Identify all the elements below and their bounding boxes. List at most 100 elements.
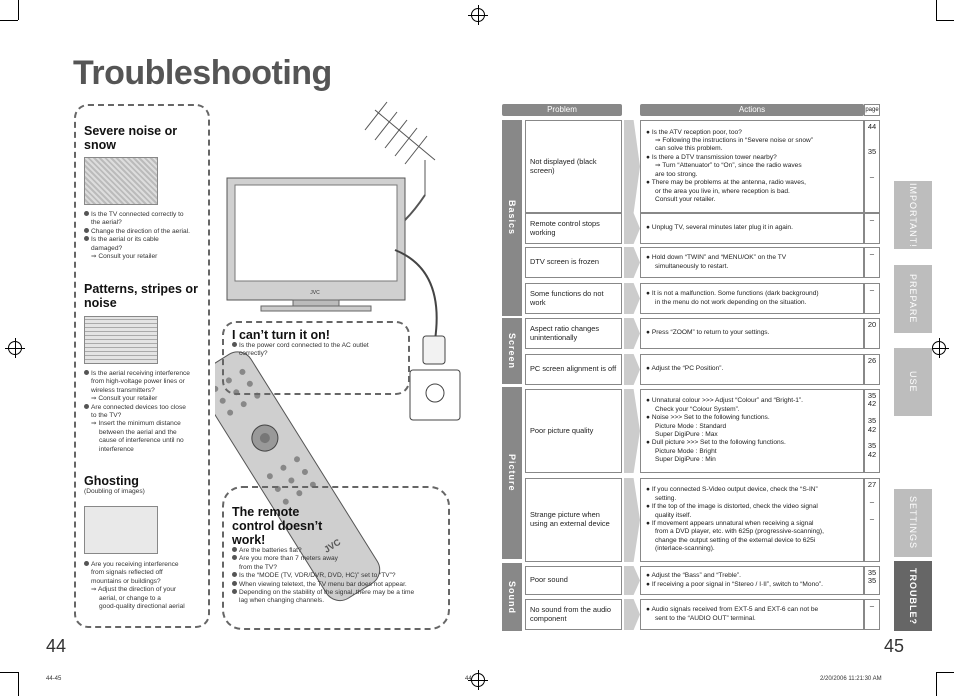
page-ref xyxy=(865,131,879,139)
actions-cell: ● It is not a malfunction. Some function… xyxy=(640,283,864,314)
tab-use[interactable]: USE xyxy=(894,348,932,416)
page-ref: 44 xyxy=(867,122,877,131)
page-ref: 26 xyxy=(867,356,877,365)
remote-heading: The remote control doesn’t work! xyxy=(232,505,323,547)
page-ref: – xyxy=(869,249,875,258)
crop-mark xyxy=(18,0,19,20)
patterns-heading: Patterns, stripes or noise xyxy=(84,282,198,310)
action-line: in the menu do not work depending on the… xyxy=(655,298,807,306)
row-arrow xyxy=(624,318,640,349)
severe-noise-heading: Severe noise or snow xyxy=(84,124,178,152)
page-ref: 35 xyxy=(867,416,877,426)
row-arrow xyxy=(624,213,640,244)
ghosting-text: Are you receiving interference from sign… xyxy=(84,561,206,611)
problem-cell: Not displayed (black screen) xyxy=(525,120,622,213)
action-line: Consult your retailer. xyxy=(655,195,716,203)
text-line: Are connected devices too close xyxy=(84,403,206,412)
ghosting-illustration xyxy=(84,506,158,554)
remote-text: Are the batteries flat? Are you more tha… xyxy=(232,547,446,606)
action-line: ● Unplug TV, several minutes later plug … xyxy=(646,224,793,232)
page-ref: 42 xyxy=(867,449,877,459)
page-ref: – xyxy=(869,496,875,506)
page-ref-cell: 26 xyxy=(864,354,880,385)
page-ref: 35 xyxy=(867,391,877,400)
page-ref-cell: 27–– xyxy=(864,478,880,562)
cant-turn-on-heading: I can’t turn it on! xyxy=(232,328,330,342)
actions-cell: ● Adjust the “Bass” and “Treble”.● If re… xyxy=(640,566,864,595)
page-number-left: 44 xyxy=(46,636,67,656)
action-line: (interlace-scanning). xyxy=(655,545,715,553)
outlet-icon xyxy=(409,369,461,421)
actions-cell: ● Adjust the “PC Position”. xyxy=(640,354,864,385)
column-header-page: page xyxy=(864,104,880,116)
page-ref: 35 xyxy=(867,576,877,586)
text-line: interference xyxy=(99,445,134,453)
action-line: ⇒ Following the instructions in “Severe … xyxy=(655,137,813,145)
action-line: ● It is not a malfunction. Some function… xyxy=(646,290,819,298)
page-number-right: 45 xyxy=(884,636,905,656)
action-line: ● Hold down “TWIN” and “MENU/OK” on the … xyxy=(646,254,787,262)
actions-cell: ● Unnatural colour >>> Adjust “Colour” a… xyxy=(640,389,864,473)
text-line: Is the TV connected correctly to xyxy=(84,211,206,219)
tab-settings[interactable]: SETTINGS xyxy=(894,489,932,557)
text-line: from high-voltage power lines or xyxy=(91,378,185,386)
action-line: Picture Mode : Standard xyxy=(655,422,727,430)
text-line: ⇒ Insert the minimum distance xyxy=(91,420,181,428)
row-arrow xyxy=(624,566,640,595)
action-line: ● Adjust the “PC Position”. xyxy=(646,365,724,373)
tab-trouble[interactable]: TROUBLE? xyxy=(894,561,932,631)
text-line: damaged? xyxy=(91,244,123,252)
power-cord xyxy=(394,249,438,341)
problem-cell: Poor picture quality xyxy=(525,389,622,473)
text-line: Is the aerial or its cable xyxy=(84,236,206,244)
action-line: Super DigiPure : Max xyxy=(655,431,718,438)
text-line: ⇒ Adjust the direction of your xyxy=(91,586,177,594)
text-line: Is the “MODE (TV, VDR/DVR, DVD, HC)” set… xyxy=(232,572,446,580)
crop-mark xyxy=(936,672,937,696)
tv-screen xyxy=(234,184,398,282)
row-arrow xyxy=(624,247,640,278)
action-line: change the output setting of the externa… xyxy=(655,536,816,544)
row-arrow xyxy=(624,478,640,562)
action-line: ● Is there a DTV transmission tower near… xyxy=(646,153,777,161)
registration-mark xyxy=(468,670,488,690)
text-line: mountains or buildings? xyxy=(91,577,161,585)
page-ref-cell: – xyxy=(864,213,880,244)
text-line: Are you receiving interference xyxy=(84,561,206,569)
severe-noise-text: Is the TV connected correctly to the aer… xyxy=(84,211,206,261)
text-line: wireless transmitters? xyxy=(91,386,155,394)
actions-cell: ● Hold down “TWIN” and “MENU/OK” on the … xyxy=(640,247,864,278)
action-line: ● If receiving a poor signal in “Stereo … xyxy=(646,580,823,588)
text-line: Are the batteries flat? xyxy=(232,547,446,555)
text-line: ⇒ Consult your retailer xyxy=(91,395,158,403)
text-line: Change the direction of the aerial. xyxy=(84,227,206,236)
stripes-illustration xyxy=(84,316,158,364)
action-line: ● Noise >>> Set to the following functio… xyxy=(646,414,770,422)
action-line: from a DVD player, etc. with 625p (progr… xyxy=(655,528,824,536)
category-picture: Picture xyxy=(502,387,522,559)
tv-brand: JVC xyxy=(310,290,320,296)
page-ref: – xyxy=(869,285,875,294)
text-line: ⇒ Consult your retailer xyxy=(91,253,158,261)
column-header-problem: Problem xyxy=(502,104,622,116)
text-line: aerial, or change to a xyxy=(99,594,161,602)
action-line: Check your “Colour System”. xyxy=(655,405,740,413)
tab-prepare[interactable]: PREPARE xyxy=(894,265,932,333)
problem-cell: Remote control stops working xyxy=(525,213,622,244)
cant-turn-on-text: Is the power cord connected to the AC ou… xyxy=(232,342,404,359)
tab-important[interactable]: IMPORTANT! xyxy=(894,181,932,249)
action-line: ● If movement appears unnatural when rec… xyxy=(646,520,814,527)
actions-cell: ● Is the ATV reception poor, too?⇒ Follo… xyxy=(640,120,864,213)
page-ref: 35 xyxy=(867,568,877,577)
crop-mark xyxy=(18,672,19,696)
crop-mark xyxy=(0,672,18,673)
action-line: or the area you live in, where reception… xyxy=(655,187,790,195)
text-line: When viewing teletext, the TV menu bar d… xyxy=(232,580,446,589)
plug-icon xyxy=(422,335,446,365)
actions-cell: ● Audio signals received from EXT-5 and … xyxy=(640,599,864,630)
action-line: Picture Mode : Bright xyxy=(655,447,717,455)
action-line: ● Press “ZOOM” to return to your setting… xyxy=(646,329,770,337)
text-line: from the TV? xyxy=(239,563,277,571)
